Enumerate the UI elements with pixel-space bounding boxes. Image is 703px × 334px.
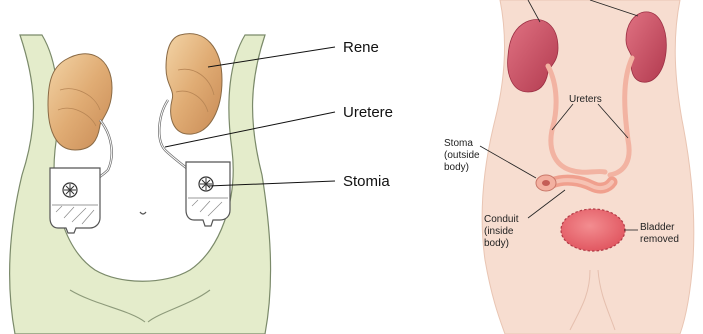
kidney-right — [166, 34, 222, 135]
stoma-bag-left — [50, 168, 100, 233]
bladder-removed — [561, 209, 625, 251]
stoma-bag-right — [186, 162, 230, 226]
right-figure: Ureters Stoma (outside body) Conduit (in… — [440, 0, 703, 334]
left-figure-svg: Rene Uretere Stomia — [0, 0, 440, 334]
label-ureters: Ureters — [569, 94, 602, 105]
leader-kidney — [208, 47, 335, 67]
label-kidney: Rene — [343, 39, 379, 56]
right-figure-svg: Ureters Stoma (outside body) Conduit (in… — [440, 0, 703, 334]
kidney-left — [48, 54, 112, 150]
label-bladder: Bladder removed — [640, 222, 679, 245]
kidney-right — [626, 12, 666, 82]
torso — [10, 35, 271, 334]
label-stoma: Stoma (outside body) — [444, 138, 482, 173]
navel-icon — [140, 212, 146, 214]
label-ureter: Uretere — [343, 104, 393, 121]
label-stoma: Stomia — [343, 173, 390, 190]
left-figure: Rene Uretere Stomia — [0, 0, 440, 334]
